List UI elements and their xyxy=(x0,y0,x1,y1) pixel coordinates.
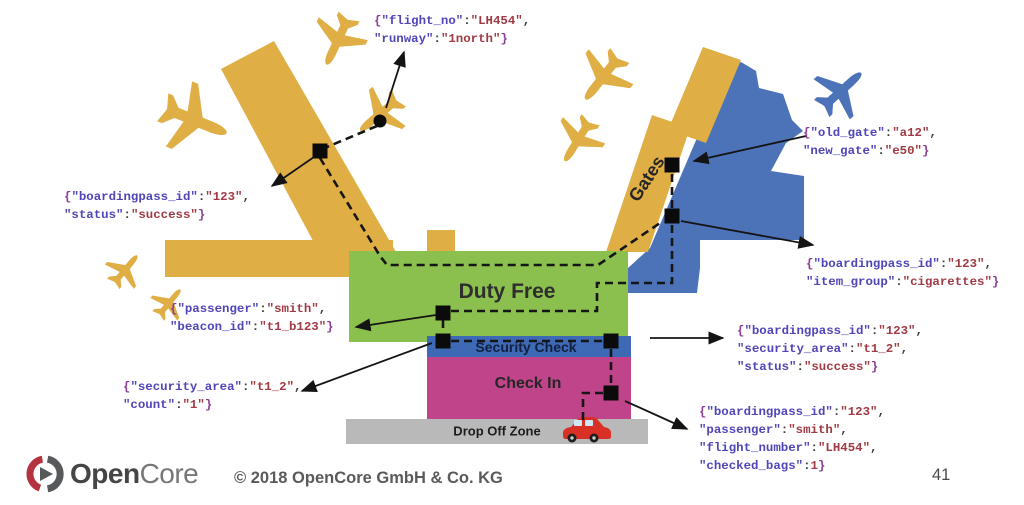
plane-icon xyxy=(563,38,643,117)
page-number: 41 xyxy=(932,466,951,484)
plane-icon xyxy=(98,243,152,297)
opencore-logo-text: OpenCore xyxy=(70,458,199,490)
plane-icon xyxy=(343,78,416,151)
security-check-label: Security Check xyxy=(475,339,577,355)
copyright-text: © 2018 OpenCore GmbH & Co. KG xyxy=(234,469,503,487)
drop-off-zone-label: Drop Off Zone xyxy=(453,423,541,439)
annotation-gate-change: {"old_gate":"a12","new_gate":"e50"} xyxy=(803,126,937,158)
duty-free-label: Duty Free xyxy=(458,280,556,303)
annotation-checkin-bags: {"boardingpass_id":"123","passenger":"sm… xyxy=(699,405,885,473)
check-in-label: Check In xyxy=(494,375,562,392)
annotation-arrows xyxy=(270,50,815,430)
annotation-security-status: {"boardingpass_id":"123","security_area"… xyxy=(737,324,923,374)
beacon-markers xyxy=(312,114,680,401)
plane-icon xyxy=(543,106,612,175)
annotation-flight-runway: {"flight_no":"LH454","runway":"1north"} xyxy=(374,14,531,46)
event-paths xyxy=(318,124,674,421)
blue-plane-icon xyxy=(803,52,880,129)
opencore-logo-icon xyxy=(26,455,64,493)
annotation-dutyfree-purchase: {"boardingpass_id":"123","item_group":"c… xyxy=(806,257,1000,289)
plane-icon xyxy=(149,74,240,166)
annotation-passenger-beacon: {"passenger":"smith","beacon_id":"t1_b12… xyxy=(170,302,334,334)
plane-icon xyxy=(302,5,374,76)
plane-position-dot xyxy=(373,114,387,128)
annotation-boardingpass-status: {"boardingpass_id":"123","status":"succe… xyxy=(64,190,250,222)
logo-text-light: Core xyxy=(139,458,199,489)
check-in-area xyxy=(427,357,631,420)
gates-strip xyxy=(606,47,741,252)
annotation-security-count: {"security_area":"t1_2","count":"1"} xyxy=(123,380,302,412)
car-icon xyxy=(563,417,611,443)
logo-text-bold: Open xyxy=(70,458,140,489)
